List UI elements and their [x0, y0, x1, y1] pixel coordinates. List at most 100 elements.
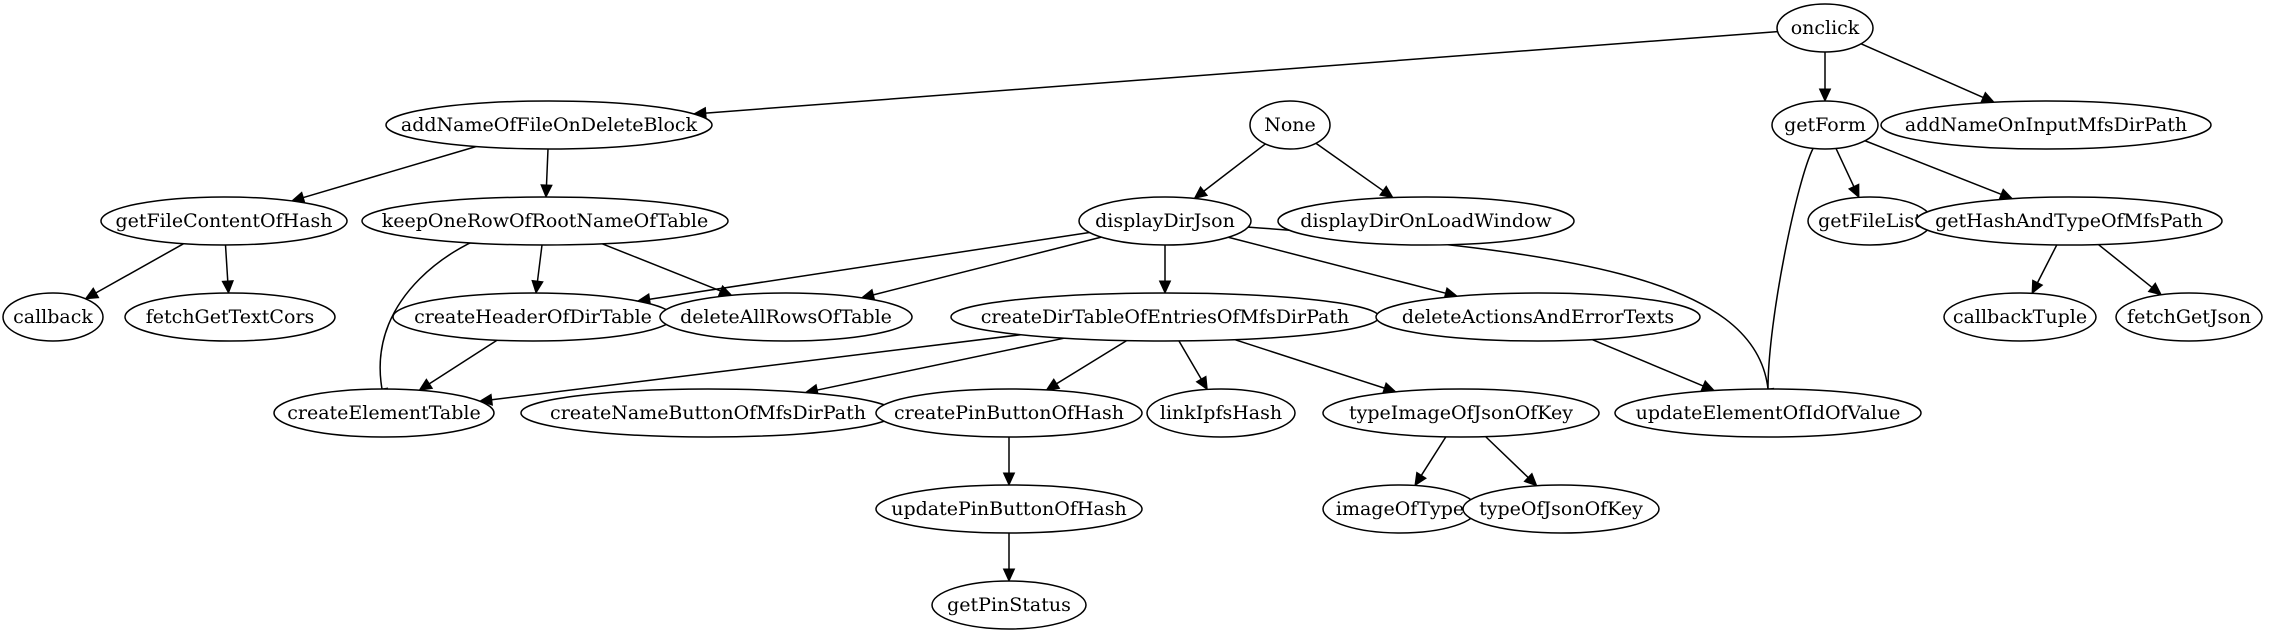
node-onclick: onclick: [1776, 3, 1874, 53]
node-label: deleteAllRowsOfTable: [680, 306, 892, 328]
node-ellipse: [1146, 388, 1296, 438]
node-ellipse: [1776, 3, 1874, 53]
node-delete-all-rows-of-table: deleteAllRowsOfTable: [659, 292, 913, 342]
edge-display-dir-json-to-create-dir-table-of-entries-of-mfs-dir-path: [1158, 245, 1172, 295]
edge-line: [1835, 148, 1855, 187]
node-ellipse: [1915, 196, 2223, 246]
edge-line: [491, 333, 1021, 401]
node-label: addNameOnInputMfsDirPath: [1905, 114, 2187, 136]
arrowhead-icon: [1847, 183, 1860, 199]
node-label: createNameButtonOfMfsDirPath: [550, 402, 866, 424]
node-label: typeOfJsonOfKey: [1479, 498, 1643, 520]
edge-get-form-to-get-hash-and-type-of-mfs-path: [1864, 140, 2014, 200]
arrowhead-icon: [531, 279, 544, 295]
node-ellipse: [1375, 292, 1701, 342]
node-add-name-on-input-mfs-dir-path: addNameOnInputMfsDirPath: [1880, 100, 2212, 150]
node-label: displayDirJson: [1095, 210, 1235, 232]
node-update-element-of-id-of-value: updateElementOfIdOfValue: [1614, 388, 1922, 438]
edge-line: [1056, 339, 1128, 385]
edge-create-dir-table-of-entries-of-mfs-dir-path-to-type-image-of-json-of-key: [1234, 338, 1397, 394]
node-create-name-button-of-mfs-dir-path: createNameButtonOfMfsDirPath: [520, 388, 896, 438]
node-label: getForm: [1784, 114, 1866, 136]
arrowhead-icon: [418, 378, 434, 391]
node-link-ipfs-hash: linkIpfsHash: [1146, 388, 1296, 438]
node-get-hash-and-type-of-mfs-path: getHashAndTypeOfMfsPath: [1915, 196, 2223, 246]
edge-delete-actions-and-error-texts-to-update-element-of-id-of-value: [1591, 338, 1716, 392]
edge-line: [1178, 340, 1202, 380]
edge-line: [1767, 148, 1814, 390]
node-ellipse: [1614, 388, 1922, 438]
node-label: createPinButtonOfHash: [894, 402, 1124, 424]
edge-line: [1315, 142, 1384, 192]
edge-get-hash-and-type-of-mfs-path-to-callback-tuple: [2031, 244, 2058, 295]
edge-line: [2097, 243, 2153, 288]
edge-line: [1864, 140, 2002, 196]
node-ellipse: [2, 292, 104, 342]
edge-keep-one-row-of-root-name-of-table-to-delete-all-rows-of-table: [601, 243, 733, 297]
edge-display-dir-json-to-create-header-of-dir-table: [636, 231, 1090, 306]
edge-none-to-display-dir-on-load-window: [1315, 142, 1394, 199]
arrowhead-icon: [1158, 280, 1172, 295]
edge-update-pin-button-of-hash-to-get-pin-status: [1002, 533, 1016, 583]
node-update-pin-button-of-hash: updatePinButtonOfHash: [875, 484, 1143, 534]
arrowhead-icon: [84, 287, 100, 300]
edge-line: [1234, 338, 1385, 389]
node-keep-one-row-of-root-name-of-table: keepOneRowOfRootNameOfTable: [361, 196, 729, 246]
node-label: callbackTuple: [1953, 306, 2087, 328]
node-label: createHeaderOfDirTable: [414, 306, 652, 328]
node-ellipse: [385, 100, 713, 150]
node-delete-actions-and-error-texts: deleteActionsAndErrorTexts: [1375, 292, 1701, 342]
edge-line: [536, 244, 543, 282]
node-label: updatePinButtonOfHash: [891, 498, 1127, 520]
arrowhead-icon: [1700, 379, 1716, 392]
arrowhead-icon: [1998, 188, 2014, 200]
edge-line: [2036, 244, 2058, 283]
node-label: callback: [13, 306, 93, 328]
node-get-form: getForm: [1771, 100, 1879, 150]
edge-create-dir-table-of-entries-of-mfs-dir-path-to-link-ipfs-hash: [1178, 340, 1208, 391]
node-callback-tuple: callbackTuple: [1943, 292, 2097, 342]
edge-line: [649, 231, 1090, 301]
edge-onclick-to-get-form: [1818, 52, 1832, 103]
arrowhead-icon: [1045, 378, 1061, 391]
node-label: getHashAndTypeOfMfsPath: [1935, 210, 2203, 232]
edge-get-form-to-update-element-of-id-of-value: [1761, 148, 1814, 403]
node-type-of-json-of-key: typeOfJsonOfKey: [1462, 484, 1660, 534]
node-ellipse: [1277, 196, 1575, 246]
edge-type-image-of-json-of-key-to-image-of-type: [1414, 436, 1447, 487]
edge-line: [1228, 236, 1446, 294]
node-ellipse: [1462, 484, 1660, 534]
edge-line: [545, 148, 549, 186]
edge-line: [1860, 43, 1984, 99]
node-ellipse: [1880, 100, 2212, 150]
arrowhead-icon: [1523, 472, 1538, 487]
edge-get-file-content-of-hash-to-fetch-get-text-cors: [221, 244, 234, 295]
edge-get-hash-and-type-of-mfs-path-to-fetch-get-json: [2097, 243, 2163, 296]
arrowhead-icon: [1002, 568, 1016, 583]
arrowhead-icon: [1980, 91, 1996, 103]
edge-display-dir-json-to-delete-all-rows-of-table: [860, 236, 1102, 301]
node-label: typeImageOfJsonOfKey: [1349, 402, 1573, 424]
edge-get-form-to-get-file-list: [1835, 148, 1860, 199]
node-type-image-of-json-of-key: typeImageOfJsonOfKey: [1322, 388, 1600, 438]
node-create-pin-button-of-hash: createPinButtonOfHash: [875, 388, 1143, 438]
node-create-dir-table-of-entries-of-mfs-dir-path: createDirTableOfEntriesOfMfsDirPath: [950, 292, 1380, 342]
node-label: createElementTable: [287, 402, 481, 424]
node-ellipse: [273, 388, 495, 438]
node-ellipse: [659, 292, 913, 342]
arrowhead-icon: [1193, 185, 1209, 200]
edge-create-dir-table-of-entries-of-mfs-dir-path-to-create-name-button-of-mfs-dir-path: [804, 337, 1065, 397]
node-ellipse: [1322, 388, 1600, 438]
arrowhead-icon: [2147, 282, 2163, 296]
edge-line: [303, 145, 477, 199]
node-label: createDirTableOfEntriesOfMfsDirPath: [981, 306, 1349, 328]
edge-add-name-of-file-on-delete-block-to-get-file-content-of-hash: [290, 145, 477, 204]
edge-display-dir-json-to-delete-actions-and-error-texts: [1228, 236, 1459, 300]
node-label: displayDirOnLoadWindow: [1300, 210, 1552, 232]
node-label: None: [1264, 114, 1316, 136]
node-get-pin-status: getPinStatus: [931, 580, 1087, 630]
node-ellipse: [875, 484, 1143, 534]
node-label: imageOfType: [1336, 498, 1464, 520]
